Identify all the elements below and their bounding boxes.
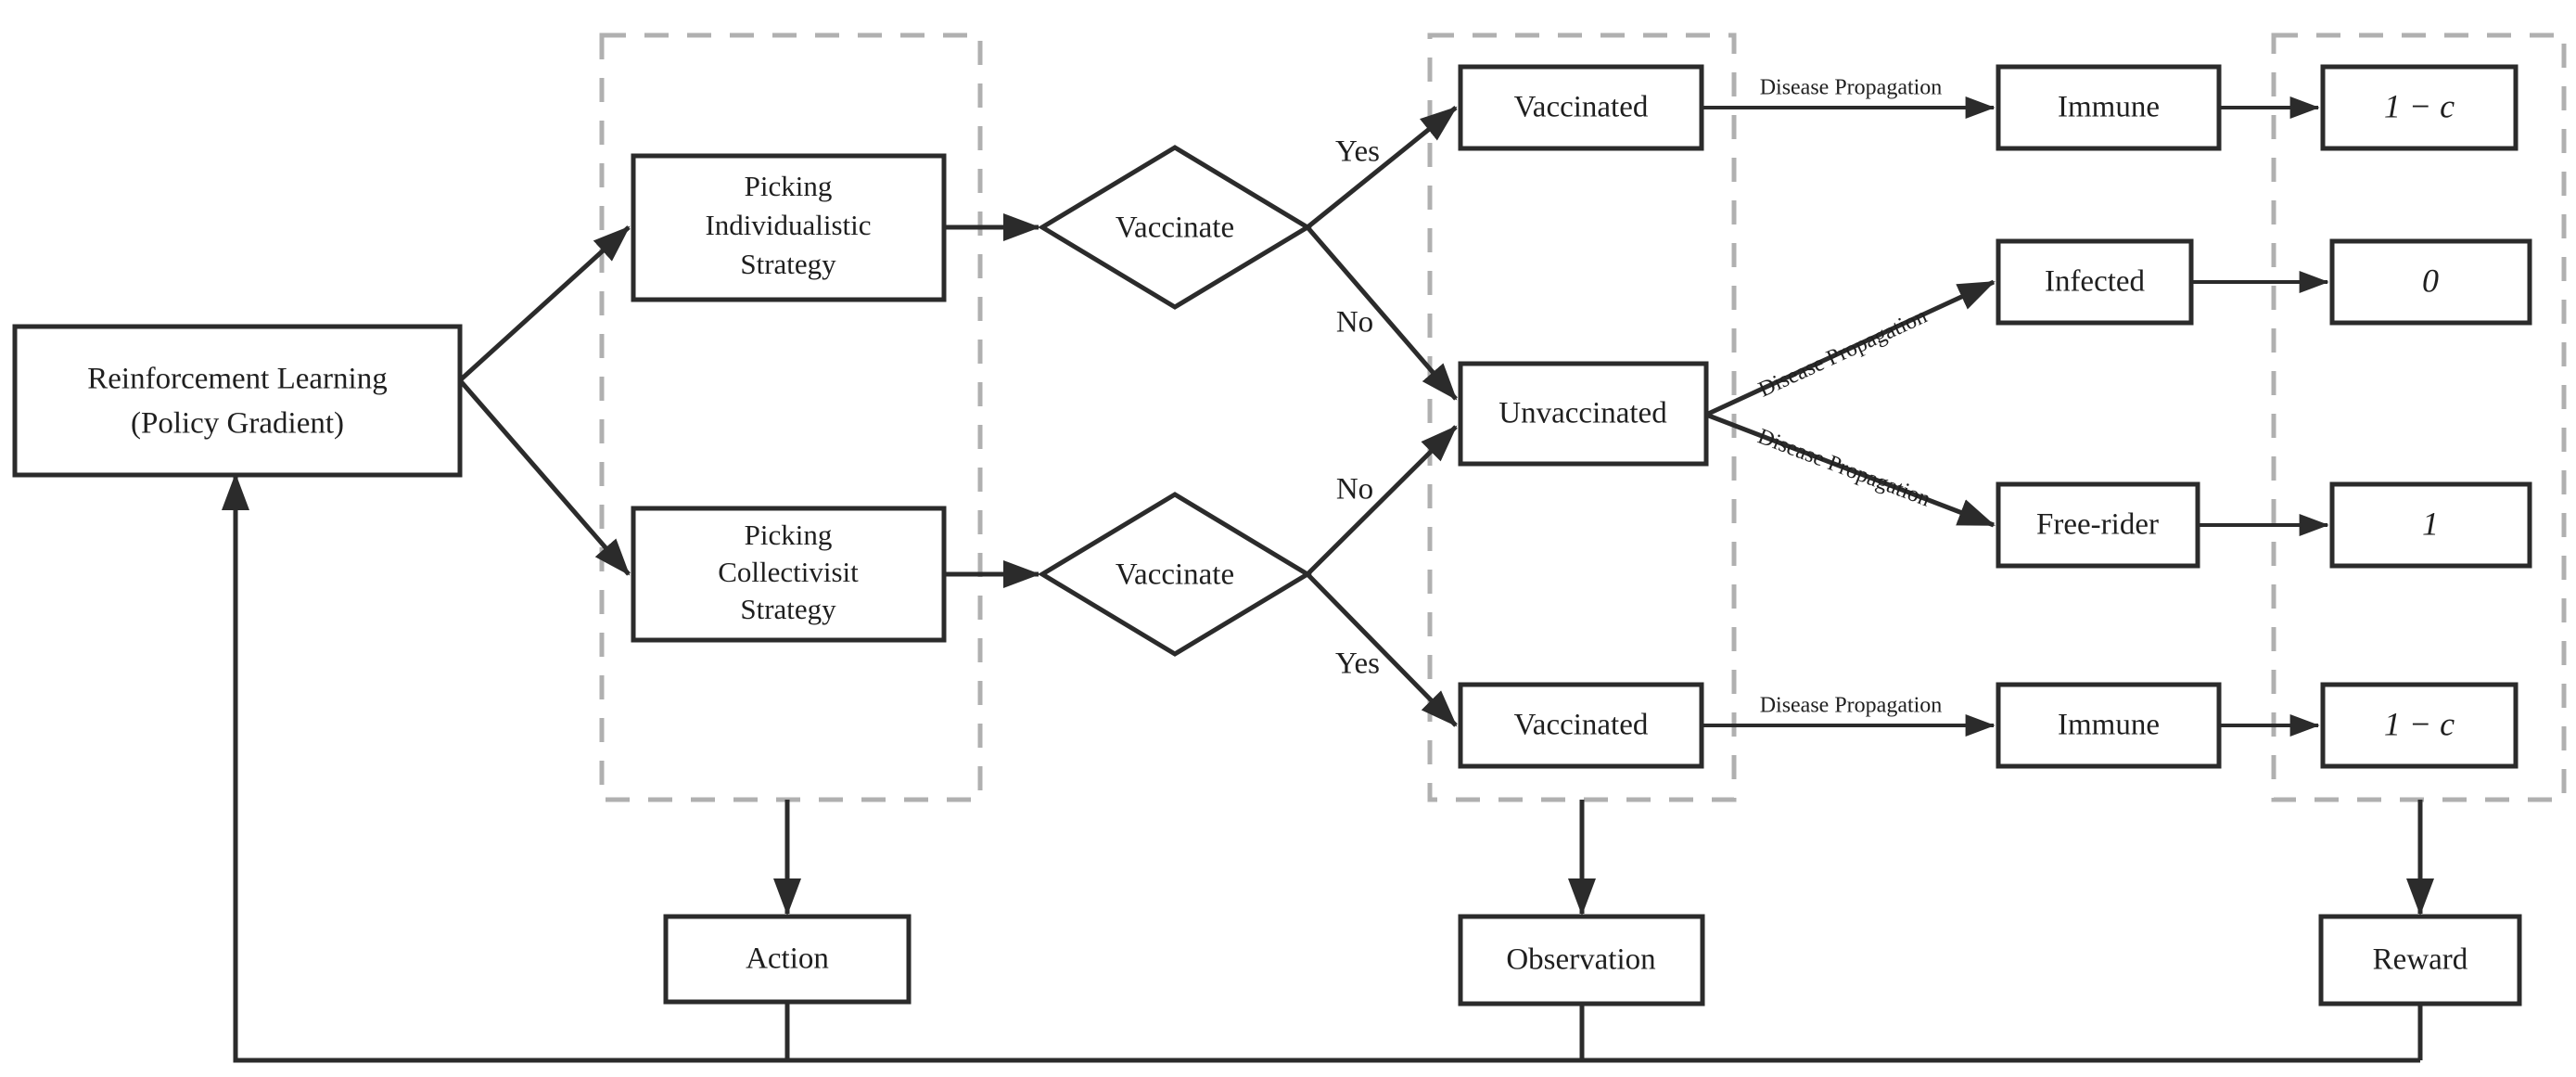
node-strategy-individualistic-line1: Picking [745, 170, 833, 202]
node-reward-value-infected-label: 0 [2422, 262, 2439, 299]
node-outcome-immune-bottom-label: Immune [2058, 709, 2160, 742]
node-state-vaccinated-bottom[interactable] [1458, 682, 1704, 769]
edge-label-yes-top: Yes [1335, 135, 1380, 169]
dashed-group-state [1427, 32, 1737, 802]
node-strategy-individualistic-box[interactable] [631, 153, 947, 302]
node-decision-vaccinate-bottom[interactable] [1038, 492, 1312, 657]
node-reward-box[interactable] [2318, 914, 2522, 1006]
edge-rl-to-individualistic [458, 225, 631, 382]
node-rl-line2: (Policy Gradient) [131, 407, 344, 441]
node-outcome-immune-top[interactable] [1996, 64, 2222, 151]
node-state-vaccinated-bottom-label: Vaccinated [1514, 709, 1649, 742]
dashed-group-strategy [599, 32, 983, 802]
node-strategy-collectivist-line2: Collectivisit [718, 556, 859, 588]
node-rl-line1: Reinforcement Learning [87, 363, 387, 396]
node-strategy-individualistic-line3: Strategy [740, 248, 836, 280]
edge-label-propagation-4: Disease Propagation [1760, 694, 1943, 718]
node-state-vaccinated-top-label: Vaccinated [1514, 91, 1649, 124]
node-strategy-individualistic-line2: Individualistic [705, 209, 871, 241]
node-outcome-immune-bottom[interactable] [1996, 682, 2222, 769]
node-outcome-infected-label: Infected [2045, 265, 2146, 299]
node-state-unvaccinated[interactable] [1458, 361, 1709, 467]
node-decision-vaccinate-top-label: Vaccinate [1116, 212, 1234, 245]
node-outcome-infected[interactable] [1996, 238, 2194, 326]
node-strategy-collectivist-line1: Picking [745, 519, 833, 551]
node-reward-value-freerider-label: 1 [2422, 505, 2439, 542]
node-rl-box[interactable] [12, 324, 463, 478]
edge-decision-top-no [1306, 225, 1458, 401]
edge-label-propagation-2: Disease Propagation [1755, 304, 1932, 403]
edge-label-no-bottom: No [1336, 473, 1373, 506]
edge-decision-bottom-no [1306, 425, 1458, 576]
node-reward-value-immune-top[interactable] [2320, 64, 2519, 151]
edge-label-no-top: No [1336, 306, 1373, 340]
node-observation-box[interactable] [1458, 914, 1705, 1006]
node-strategy-collectivist-box[interactable] [631, 506, 947, 643]
edge-label-propagation-1: Disease Propagation [1760, 76, 1943, 100]
node-outcome-freerider[interactable] [1996, 481, 2200, 569]
node-decision-vaccinate-top[interactable] [1038, 145, 1312, 310]
node-observation-label: Observation [1506, 943, 1655, 977]
node-reward-value-immune-bottom-label: 1 − c [2384, 705, 2455, 742]
node-decision-vaccinate-bottom-label: Vaccinate [1116, 558, 1234, 592]
node-reward-label: Reward [2373, 943, 2468, 977]
edge-label-yes-bottom: Yes [1335, 647, 1380, 681]
edge-decision-bottom-yes [1306, 572, 1458, 727]
node-reward-value-immune-bottom[interactable] [2320, 682, 2519, 769]
node-action-label: Action [746, 942, 829, 976]
node-outcome-freerider-label: Free-rider [2036, 508, 2159, 542]
node-reward-value-infected[interactable] [2329, 238, 2532, 326]
node-action-box[interactable] [663, 914, 912, 1005]
edge-decision-top-yes [1306, 106, 1458, 229]
node-reward-value-freerider[interactable] [2329, 481, 2532, 569]
node-reward-value-immune-top-label: 1 − c [2384, 87, 2455, 124]
node-outcome-immune-top-label: Immune [2058, 91, 2160, 124]
node-state-vaccinated-top[interactable] [1458, 64, 1704, 151]
node-strategy-collectivist-line3: Strategy [740, 593, 836, 625]
edge-rl-to-collectivist [458, 378, 631, 576]
edge-label-propagation-3: Disease Propagation [1754, 425, 1933, 512]
edge-unvaccinated-to-freerider [1705, 412, 1996, 528]
edge-unvaccinated-to-infected [1704, 279, 1996, 417]
edge-feedback-bus [222, 472, 2420, 1063]
node-state-unvaccinated-label: Unvaccinated [1498, 397, 1667, 430]
